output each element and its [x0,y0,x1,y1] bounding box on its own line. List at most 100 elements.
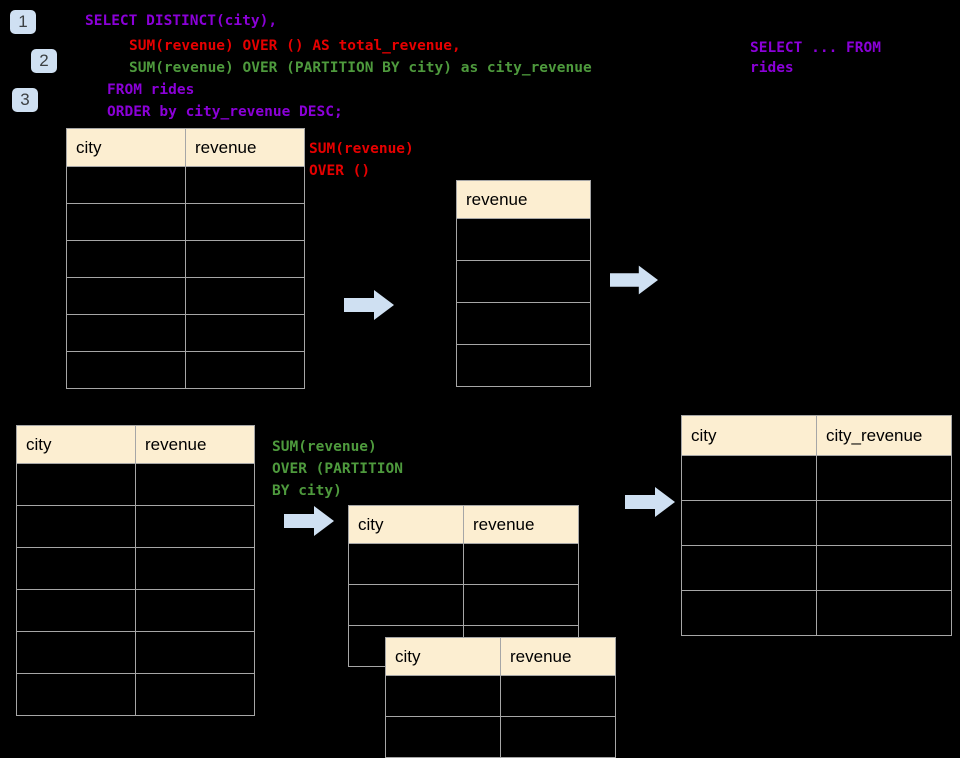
annotation-sum-over-empty-line1: SUM(revenue) [309,141,414,157]
table-row [681,500,952,546]
table-row [66,166,305,204]
arrow-bottom-right [625,487,675,517]
column-header-revenue: revenue [500,637,616,676]
sql-line-city-revenue: SUM(revenue) OVER (PARTITION BY city) as… [129,60,592,76]
step-badge-1[interactable]: 1 [10,10,36,34]
total-revenue-table: revenue [456,180,591,387]
cell-revenue [185,240,305,278]
table-header-row: city revenue [348,505,579,544]
step-badge-2[interactable]: 2 [31,49,57,73]
cell-city [16,505,136,548]
cell-revenue [456,218,591,261]
column-header-revenue: revenue [463,505,579,544]
cell-city [681,590,817,636]
cell-city [681,545,817,591]
table-row [16,505,255,548]
table-row [16,589,255,632]
column-header-revenue: revenue [456,180,591,219]
annotation-select-from-rides-line1: SELECT ... FROM [750,40,881,56]
cell-city [66,240,186,278]
column-header-city: city [385,637,501,676]
cell-city [681,500,817,546]
cell-revenue [185,351,305,389]
cell-city [385,675,501,717]
column-header-city-revenue: city_revenue [816,415,952,456]
table-header-row: revenue [456,180,591,219]
cell-city [66,351,186,389]
table-header-row: city revenue [66,128,305,167]
cell-revenue [500,716,616,758]
cell-revenue [135,463,255,506]
cell-revenue [463,543,579,585]
cell-revenue [135,547,255,590]
cell-city-revenue [816,590,952,636]
column-header-city: city [16,425,136,464]
cell-city [66,203,186,241]
table-header-row: city city_revenue [681,415,952,456]
cell-city [66,277,186,315]
table-row [16,547,255,590]
column-header-city: city [348,505,464,544]
cell-city [348,543,464,585]
arrow-top-left [344,290,394,320]
cell-revenue [185,166,305,204]
cell-city [66,314,186,352]
cell-revenue [456,302,591,345]
cell-city [16,547,136,590]
cell-city [681,455,817,501]
cell-revenue [456,260,591,303]
cell-city [66,166,186,204]
source-table-bottom: city revenue [16,425,255,716]
table-row [385,716,616,758]
cell-city [16,463,136,506]
cell-city [348,584,464,626]
table-row [348,543,579,585]
cell-revenue [456,344,591,387]
cell-city-revenue [816,455,952,501]
arrow-bottom-left [284,506,334,536]
table-header-row: city revenue [16,425,255,464]
cell-revenue [185,314,305,352]
table-row [66,203,305,241]
column-header-revenue: revenue [135,425,255,464]
table-row [348,584,579,626]
table-row [16,673,255,716]
sql-line-total-revenue: SUM(revenue) OVER () AS total_revenue, [129,38,461,54]
sql-line-order-by: ORDER by city_revenue DESC; [107,104,343,120]
table-row [66,314,305,352]
diagram-canvas: 1 2 3 SELECT DISTINCT(city), SUM(revenue… [10,10,952,758]
table-row [456,344,591,387]
table-row [385,675,616,717]
cell-revenue [185,203,305,241]
annotation-sum-partition-line3: BY city) [272,483,342,499]
table-row [681,545,952,591]
cell-city [16,673,136,716]
step-badge-3[interactable]: 3 [12,88,38,112]
table-row [16,631,255,674]
table-row [456,260,591,303]
column-header-city: city [681,415,817,456]
cell-city-revenue [816,500,952,546]
partition-table-b: city revenue [385,637,616,758]
cell-revenue [135,673,255,716]
table-row [66,240,305,278]
table-header-row: city revenue [385,637,616,676]
cell-city [16,631,136,674]
annotation-sum-partition-line1: SUM(revenue) [272,439,377,455]
annotation-sum-partition-line2: OVER (PARTITION [272,461,403,477]
cell-revenue [185,277,305,315]
column-header-revenue: revenue [185,128,305,167]
annotation-select-from-rides-line2: rides [750,60,794,76]
column-header-city: city [66,128,186,167]
cell-revenue [463,584,579,626]
table-row [66,351,305,389]
table-row [681,590,952,636]
cell-revenue [135,505,255,548]
table-row [16,463,255,506]
table-row [456,302,591,345]
table-row [66,277,305,315]
annotation-sum-over-empty-line2: OVER () [309,163,371,179]
source-table-top: city revenue [66,128,305,389]
table-row [681,455,952,501]
cell-city-revenue [816,545,952,591]
